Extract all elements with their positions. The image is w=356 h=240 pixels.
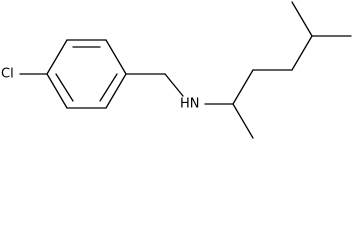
molecule-structure: Cl HN [1,1,352,139]
chain-bond-1 [232,69,254,105]
ring-double-bond-right [99,73,118,102]
ring-bond-top-right [105,39,127,75]
bond-skeleton [19,1,352,139]
amine-label: HN [180,97,200,112]
ring-bond-top-left [46,39,68,75]
methyl-bond [232,103,254,139]
isopropyl-methyl-bond-a [291,1,313,37]
chain-bond-3 [291,35,313,71]
ring-double-bond-left [55,73,74,102]
chlorine-label: Cl [1,67,14,82]
ch2-to-n-bond [164,73,184,97]
ring-bond-bottom-right [105,73,127,109]
ring-bond-bottom-left [46,73,68,109]
